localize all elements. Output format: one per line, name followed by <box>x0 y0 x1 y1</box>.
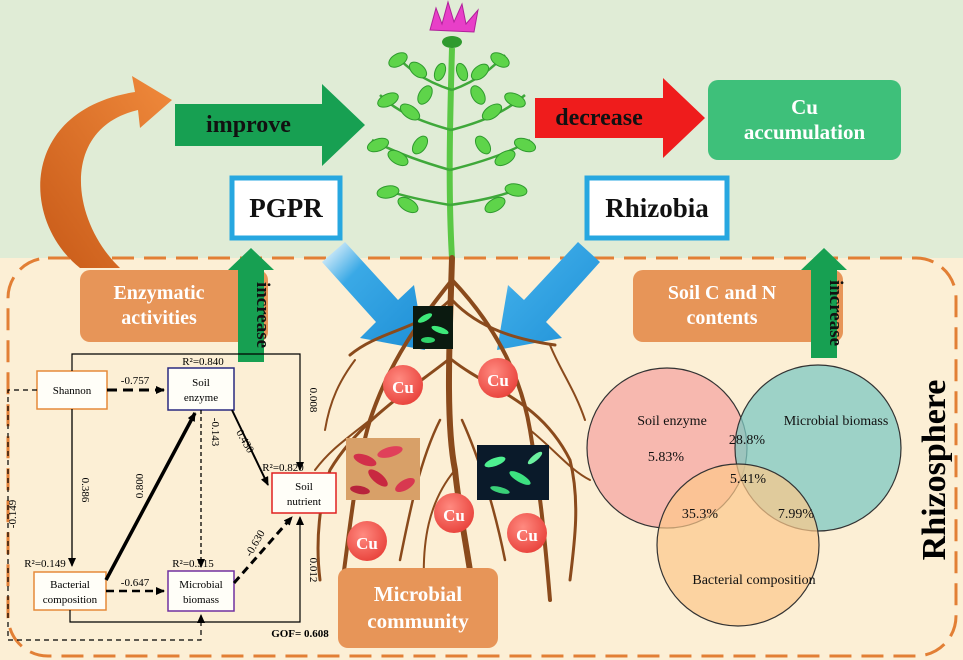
enzymatic-activities-box <box>80 270 268 342</box>
pgpr-blue-arrow <box>322 242 425 350</box>
rhizosphere-boundary <box>6 256 958 658</box>
sem-diagram <box>7 353 337 641</box>
venn-label-soil-enzyme: Soil enzyme <box>637 414 707 429</box>
cu-label-2: Cu <box>487 371 509 390</box>
coef-bacterial-microbial: -0.647 <box>121 577 150 589</box>
venn-value-enzyme-microbial: 28.8% <box>729 433 766 448</box>
sem-shannon-label: Shannon <box>53 385 92 397</box>
cu-label-4: Cu <box>356 534 378 553</box>
venn-value-enzyme: 5.83% <box>648 450 685 465</box>
venn-value-enzyme-bacterial: 35.3% <box>682 507 719 522</box>
enzymatic-line1: Enzymatic <box>113 282 205 304</box>
rhizosphere-label: Rhizosphere <box>916 380 953 561</box>
coef-left-outer: -0.149 <box>7 499 19 528</box>
r2-soil-enzyme: R²=0.840 <box>182 356 224 368</box>
sem-nutrient-label-1: Soil <box>295 481 313 493</box>
soil-cn-label: Soil C and N contents <box>633 270 811 342</box>
soil-cn-line2: contents <box>686 307 758 329</box>
enzymatic-line2: activities <box>121 307 197 329</box>
soil-cn-box <box>633 270 843 342</box>
improve-arrow <box>175 84 365 166</box>
sem-enzyme-label-2: enzyme <box>184 392 218 404</box>
gof-label: GOF= 0.608 <box>271 628 329 640</box>
microbial-line1: Microbial <box>373 581 463 606</box>
increase-label-right: increase <box>825 280 846 346</box>
cu-label-3: Cu <box>443 506 465 525</box>
venn-label-bacterial-composition: Bacterial composition <box>692 573 815 588</box>
sem-nutrient-label-2: nutrient <box>287 496 321 508</box>
node-soil-nutrient <box>271 472 337 514</box>
r2-soil-nutrient: R²=0.820 <box>262 462 304 474</box>
pgpr-label: PGPR <box>249 192 323 223</box>
node-soil-enzyme <box>167 367 235 411</box>
bacteria-image-right <box>477 445 549 500</box>
sem-bacterial-label-1: Bacterial <box>50 579 90 591</box>
r2-bacterial: R²=0.149 <box>24 558 66 570</box>
rhizobia-blue-arrow <box>497 242 600 350</box>
plant-illustration <box>366 0 537 259</box>
venn-value-microbial-bacterial: 7.99% <box>778 507 815 522</box>
increase-arrow-left <box>238 268 264 362</box>
venn-diagram <box>586 364 902 627</box>
increase-arrow-right <box>811 268 837 358</box>
cu-accumulation-box <box>708 80 901 160</box>
microbial-line2: community <box>367 609 469 633</box>
venn-circle-bacterial-composition <box>656 463 820 627</box>
sem-bacterial-label-2: composition <box>43 594 98 606</box>
r2-microbial: R²=0.515 <box>172 558 214 570</box>
venn-value-center: 5.41% <box>730 472 767 487</box>
microbial-community-label: Microbial community <box>338 568 498 648</box>
flower-icon <box>429 0 479 48</box>
cu-accumulation-line1: Cu <box>791 94 818 119</box>
node-microbial <box>167 570 235 612</box>
curved-arrow <box>40 76 172 268</box>
coef-bottom-outer: 0.012 <box>307 558 319 583</box>
coef-top-outer: 0.008 <box>307 388 319 413</box>
cu-particles <box>347 358 547 561</box>
sem-microbial-label-1: Microbial <box>179 579 222 591</box>
venn-label-microbial-biomass: Microbial biomass <box>784 414 889 429</box>
sem-enzyme-label-1: Soil <box>192 377 210 389</box>
improve-label: improve <box>206 111 291 138</box>
enzymatic-activities-label: Enzymatic activities <box>80 270 238 342</box>
microbial-community-box <box>338 568 498 648</box>
decrease-label: decrease <box>555 104 643 131</box>
increase-label-left: increase <box>252 282 273 348</box>
rhizobia-label: Rhizobia <box>605 192 709 223</box>
coef-bacterial-enzyme: 0.800 <box>134 473 146 498</box>
sem-microbial-label-2: biomass <box>183 594 219 606</box>
cu-label-5: Cu <box>516 526 538 545</box>
pgpr-box <box>229 175 343 241</box>
coef-enzyme-microbial: -0.143 <box>209 418 221 447</box>
cu-accumulation-label: Cu accumulation <box>708 80 901 160</box>
rhizobia-box <box>584 175 730 241</box>
bacteria-image-top <box>413 306 453 349</box>
cu-accumulation-line2: accumulation <box>743 120 866 144</box>
decrease-arrow <box>535 78 705 158</box>
coef-shannon-bacterial: 0.386 <box>79 478 91 503</box>
coef-shannon-enzyme: -0.757 <box>121 375 150 387</box>
soil-cn-line1: Soil C and N <box>667 282 777 304</box>
cu-label-1: Cu <box>392 378 414 397</box>
bacteria-image-left <box>346 438 420 500</box>
